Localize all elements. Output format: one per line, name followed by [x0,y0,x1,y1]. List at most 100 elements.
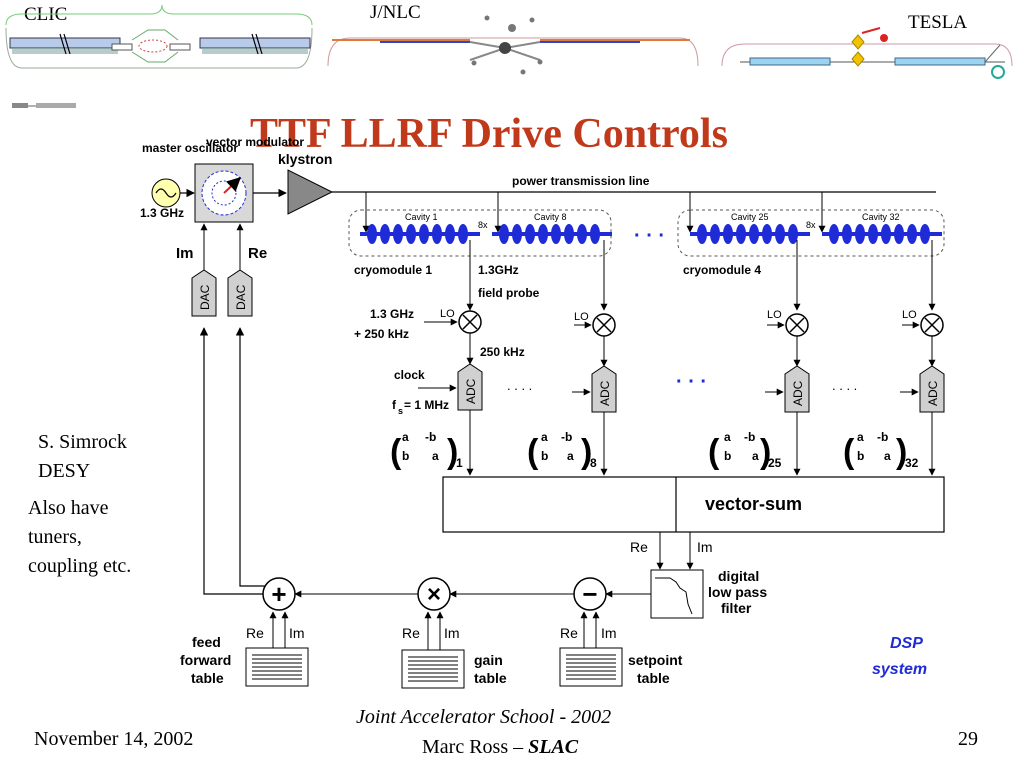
dsp-label-line1: DSP [890,635,923,652]
gain-re-label: Re [402,625,420,641]
adc-dots-2: . . . . [832,378,857,393]
legend-bar-icon [12,103,76,108]
adc-8-box [591,365,617,413]
svg-text:a: a [884,449,891,463]
filter-label-line3: filter [721,600,752,616]
lo-offset-label: + 250 kHz [354,327,409,341]
svg-text:a: a [724,430,731,444]
ff-im-label: Im [289,625,305,641]
svg-text:-b: -b [561,430,572,444]
svg-text:a: a [402,430,409,444]
side-note-author: S. Simrock [38,431,127,453]
cavity-32-label: Cavity 32 [862,212,900,222]
if-frequency-label: 250 kHz [480,345,525,359]
dac-re-box [227,269,253,317]
master-oscillator-label: master oscillator [142,141,238,155]
klystron-icon [287,169,334,215]
master-frequency-label: 1.3 GHz [140,206,184,220]
matrix-index-8: 8 [590,456,597,470]
adc-1-box [457,363,483,411]
filter-label-line2: low pass [708,584,767,600]
jnlc-schematic-icon [327,15,699,75]
adc-dots-1: . . . . [507,378,532,393]
matrix-32: ( a -b b a ) 32 [843,430,919,471]
dac-re-label: DAC [234,284,248,310]
cavity-25-label: Cavity 25 [731,212,769,222]
sample-rate-subscript: s [398,406,403,416]
sample-rate-value: = 1 MHz [404,398,449,412]
svg-text:(: ( [843,433,855,471]
side-note-author-block: S. Simrock DESY [38,428,127,486]
side-note-remark-1: Also have [28,497,109,519]
low-pass-filter-box [650,569,704,619]
clic-schematic-icon [5,4,313,69]
gain-im-label: Im [444,625,460,641]
cryomodule-1-label: cryomodule 1 [354,263,432,277]
clock-label: clock [394,368,425,382]
lo-label-1: LO [440,308,455,320]
side-note-remark-3: coupling etc. [28,555,132,577]
adc-ellipsis: · · · [676,371,707,393]
cavity-32 [820,222,944,246]
multiplier-label-1: 8x [478,220,488,230]
svg-text:(: ( [708,433,720,471]
cavity-ellipsis: · · · [634,225,665,247]
cavity-1-label: Cavity 1 [405,212,438,222]
power-line-label: power transmission line [512,174,650,188]
dac-re-signal-label: Re [248,245,267,262]
klystron-label: klystron [278,151,332,167]
probe-frequency-label: 1.3GHz [478,263,519,277]
svg-text:-b: -b [744,430,755,444]
svg-text:b: b [541,449,548,463]
side-note-remark-2: tuners, [28,526,82,548]
footer-author: Marc Ross – [422,736,529,758]
matrix-1: ( a -b b a ) 1 [390,430,463,471]
lo-label-32: LO [902,309,917,321]
gain-table-icon [401,649,465,689]
lo-frequency-label: 1.3 GHz [370,307,414,321]
svg-text:): ) [760,433,771,471]
svg-text:b: b [724,449,731,463]
adc-32-box [919,365,945,413]
footer-event: Joint Accelerator School - 2002 [356,706,612,728]
matrix-index-32: 32 [905,456,919,470]
lo-label-25: LO [767,309,782,321]
adc-32-label: ADC [926,380,940,406]
subtract-symbol: − [582,579,597,609]
footer-lab: SLAC [528,736,579,758]
vector-sum-label: vector-sum [705,494,802,514]
svg-text:(: ( [527,433,539,471]
adc-25-box [784,365,810,413]
matrix-index-25: 25 [768,456,782,470]
vsum-im-label: Im [697,539,713,555]
svg-text:a: a [432,449,439,463]
mixer-25-icon [785,313,809,337]
setpoint-table-label-line1: setpoint [628,652,683,668]
cavity-8-label: Cavity 8 [534,212,567,222]
feed-forward-table-icon [245,647,309,687]
setpoint-table-label-line2: table [637,670,670,686]
vector-sum-box [442,476,945,533]
cavity-8 [490,222,614,246]
svg-text:a: a [567,449,574,463]
ff-table-label-line1: feed [192,634,221,650]
matrix-25: ( a -b b a ) 25 [708,430,782,471]
add-symbol: + [271,579,286,609]
matrix-index-1: 1 [456,456,463,470]
svg-text:): ) [447,433,458,471]
cryomodule-4-box [677,209,945,257]
svg-text:): ) [581,433,592,471]
matrix-8: ( a -b b a ) 8 [527,430,597,471]
field-probe-label: field probe [478,286,540,300]
dsp-label-line2: system [872,661,927,678]
adc-25-label: ADC [791,380,805,406]
footer-date: November 14, 2002 [34,728,194,750]
svg-text:a: a [541,430,548,444]
gain-table-label-line2: table [474,670,507,686]
setpoint-table-icon [559,647,623,687]
lo-label-8: LO [574,311,589,323]
header-label-jnlc: J/NLC [370,2,421,23]
svg-text:-b: -b [877,430,888,444]
filter-label-line1: digital [718,568,759,584]
footer-page-number: 29 [958,728,978,750]
